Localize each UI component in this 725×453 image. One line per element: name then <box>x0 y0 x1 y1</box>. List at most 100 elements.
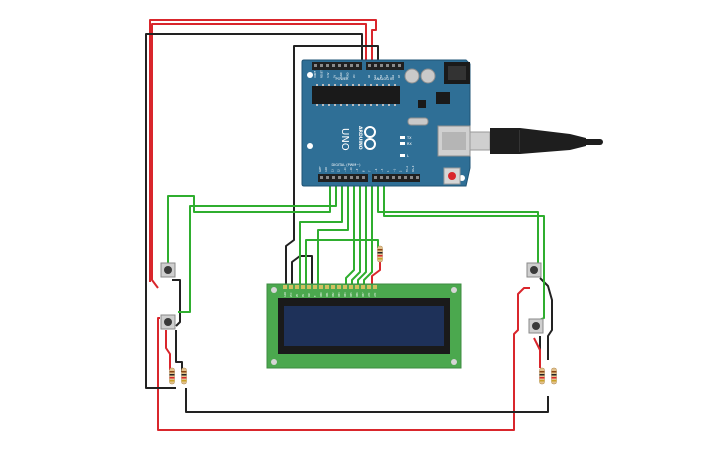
wire-5v-red-2[interactable] <box>149 19 377 282</box>
arduino-uno-board[interactable]: POWER ANALOG IN AR <box>301 59 471 187</box>
resistor-icon[interactable] <box>169 367 175 385</box>
reset-button-cap[interactable] <box>448 172 456 180</box>
wire-5v-red[interactable] <box>151 23 367 289</box>
pin-label: A0 <box>368 74 371 78</box>
lcd-screen <box>284 306 444 346</box>
arduino-brand-text: ARDUINO <box>357 126 363 150</box>
digital-header-label: DIGITAL (PWM~) <box>331 163 361 167</box>
wire-bottom-black[interactable] <box>185 388 549 413</box>
mounting-hole <box>307 143 313 149</box>
lcd-mount-hole <box>451 287 457 293</box>
digital-header-pins <box>320 176 419 179</box>
lcd-mount-hole <box>271 359 277 365</box>
wire-green-7[interactable] <box>357 184 367 284</box>
pin-label: VCC <box>290 292 293 297</box>
wire-green-8[interactable] <box>363 184 373 284</box>
wire-green-1[interactable] <box>167 184 331 270</box>
usb-cable-icon[interactable] <box>469 128 603 154</box>
wire-right-res-red[interactable] <box>533 337 541 368</box>
pin-label: A4 <box>392 74 395 78</box>
pin-label: AREF <box>319 166 322 172</box>
pin-label: DB3 <box>338 292 341 297</box>
power-jack-inner <box>448 66 466 80</box>
wire-lcd-led-red[interactable] <box>371 262 381 284</box>
resistor-icon[interactable] <box>377 245 383 263</box>
resistor-icon[interactable] <box>181 367 187 385</box>
pin-label: RS <box>302 293 305 297</box>
pin-label: E <box>314 295 317 297</box>
l-led <box>400 154 405 157</box>
chip-pins <box>316 84 396 106</box>
push-button-icon[interactable] <box>160 262 176 278</box>
wire-bottom-red[interactable] <box>157 287 530 431</box>
pin-label: DB7 <box>362 292 365 297</box>
pin-label: LED <box>374 292 377 297</box>
lcd-16x2-display[interactable] <box>266 283 462 369</box>
mounting-hole <box>307 72 313 78</box>
pin-label: 4 <box>387 170 390 172</box>
resistor-icon[interactable] <box>539 367 545 385</box>
push-button-icon[interactable] <box>160 314 176 330</box>
pin-label: A1 <box>374 74 377 78</box>
pin-label: IOREF <box>314 70 317 78</box>
wire-green-3[interactable] <box>299 184 343 284</box>
lcd-pin-header <box>283 285 377 289</box>
push-button-icon[interactable] <box>526 262 542 278</box>
rx-led <box>400 142 405 145</box>
push-button-icon[interactable] <box>528 318 544 334</box>
pin-label: GND <box>325 167 328 172</box>
tx-led <box>400 136 405 139</box>
capacitor-icon <box>420 68 436 84</box>
pin-label: DB4 <box>344 292 347 297</box>
wire-green-9[interactable] <box>377 184 539 264</box>
pin-label: ~3 <box>393 168 396 172</box>
rx-label: RX <box>407 142 412 146</box>
resistor-icon[interactable] <box>551 367 557 385</box>
wire-green-5[interactable] <box>345 184 355 284</box>
pin-label: DB6 <box>356 292 359 297</box>
pin-label: GND <box>284 292 287 297</box>
wire-gnd-black-2[interactable] <box>285 45 379 284</box>
wire-right-btn-black[interactable] <box>539 277 553 360</box>
arduino-logo-icon <box>364 126 376 150</box>
wire-gnd-black[interactable] <box>145 33 363 389</box>
analog-header[interactable] <box>366 62 404 70</box>
wire-left-btn-black[interactable] <box>172 279 181 327</box>
pin-label: GND <box>340 72 343 78</box>
tx-label: TX <box>406 136 412 140</box>
wire-green-contrast[interactable] <box>305 239 379 284</box>
wire-green-6[interactable] <box>351 184 361 284</box>
digital-header-high[interactable] <box>318 174 368 182</box>
pin-label: Vin <box>353 74 356 78</box>
wire-green-2[interactable] <box>178 184 337 313</box>
pin-label: A3 <box>386 74 389 78</box>
wire-left-res-black[interactable] <box>175 330 183 372</box>
lcd-mount-hole <box>271 287 277 293</box>
voltage-regulator <box>436 92 450 104</box>
pin-label: 5V <box>334 74 337 78</box>
wire-lcd-gnd-black[interactable] <box>291 255 313 284</box>
wire-left-res-red[interactable] <box>165 330 171 370</box>
pin-label: 2 <box>400 170 403 172</box>
usb-plug-metal <box>469 131 491 151</box>
pin-label: 8 <box>362 170 365 172</box>
power-header[interactable] <box>312 62 362 70</box>
pin-label: 7 <box>369 170 372 172</box>
pin-label: A2 <box>380 74 383 78</box>
pin-label: 12 <box>338 169 341 172</box>
pin-label: V0 <box>296 294 299 297</box>
pin-label: ~5 <box>381 168 384 172</box>
pin-label: ~6 <box>375 168 378 172</box>
pin-label: ~11 <box>344 167 347 172</box>
wire-green-4[interactable] <box>317 184 349 284</box>
digital-header-low[interactable] <box>372 174 420 182</box>
pin-label: RW <box>308 293 311 297</box>
crystal <box>407 117 429 126</box>
power-header-label: POWER <box>336 77 350 81</box>
pin-label: DB2 <box>332 292 335 297</box>
usb-plug-body <box>490 128 520 154</box>
pin-label: A5 <box>398 74 401 78</box>
